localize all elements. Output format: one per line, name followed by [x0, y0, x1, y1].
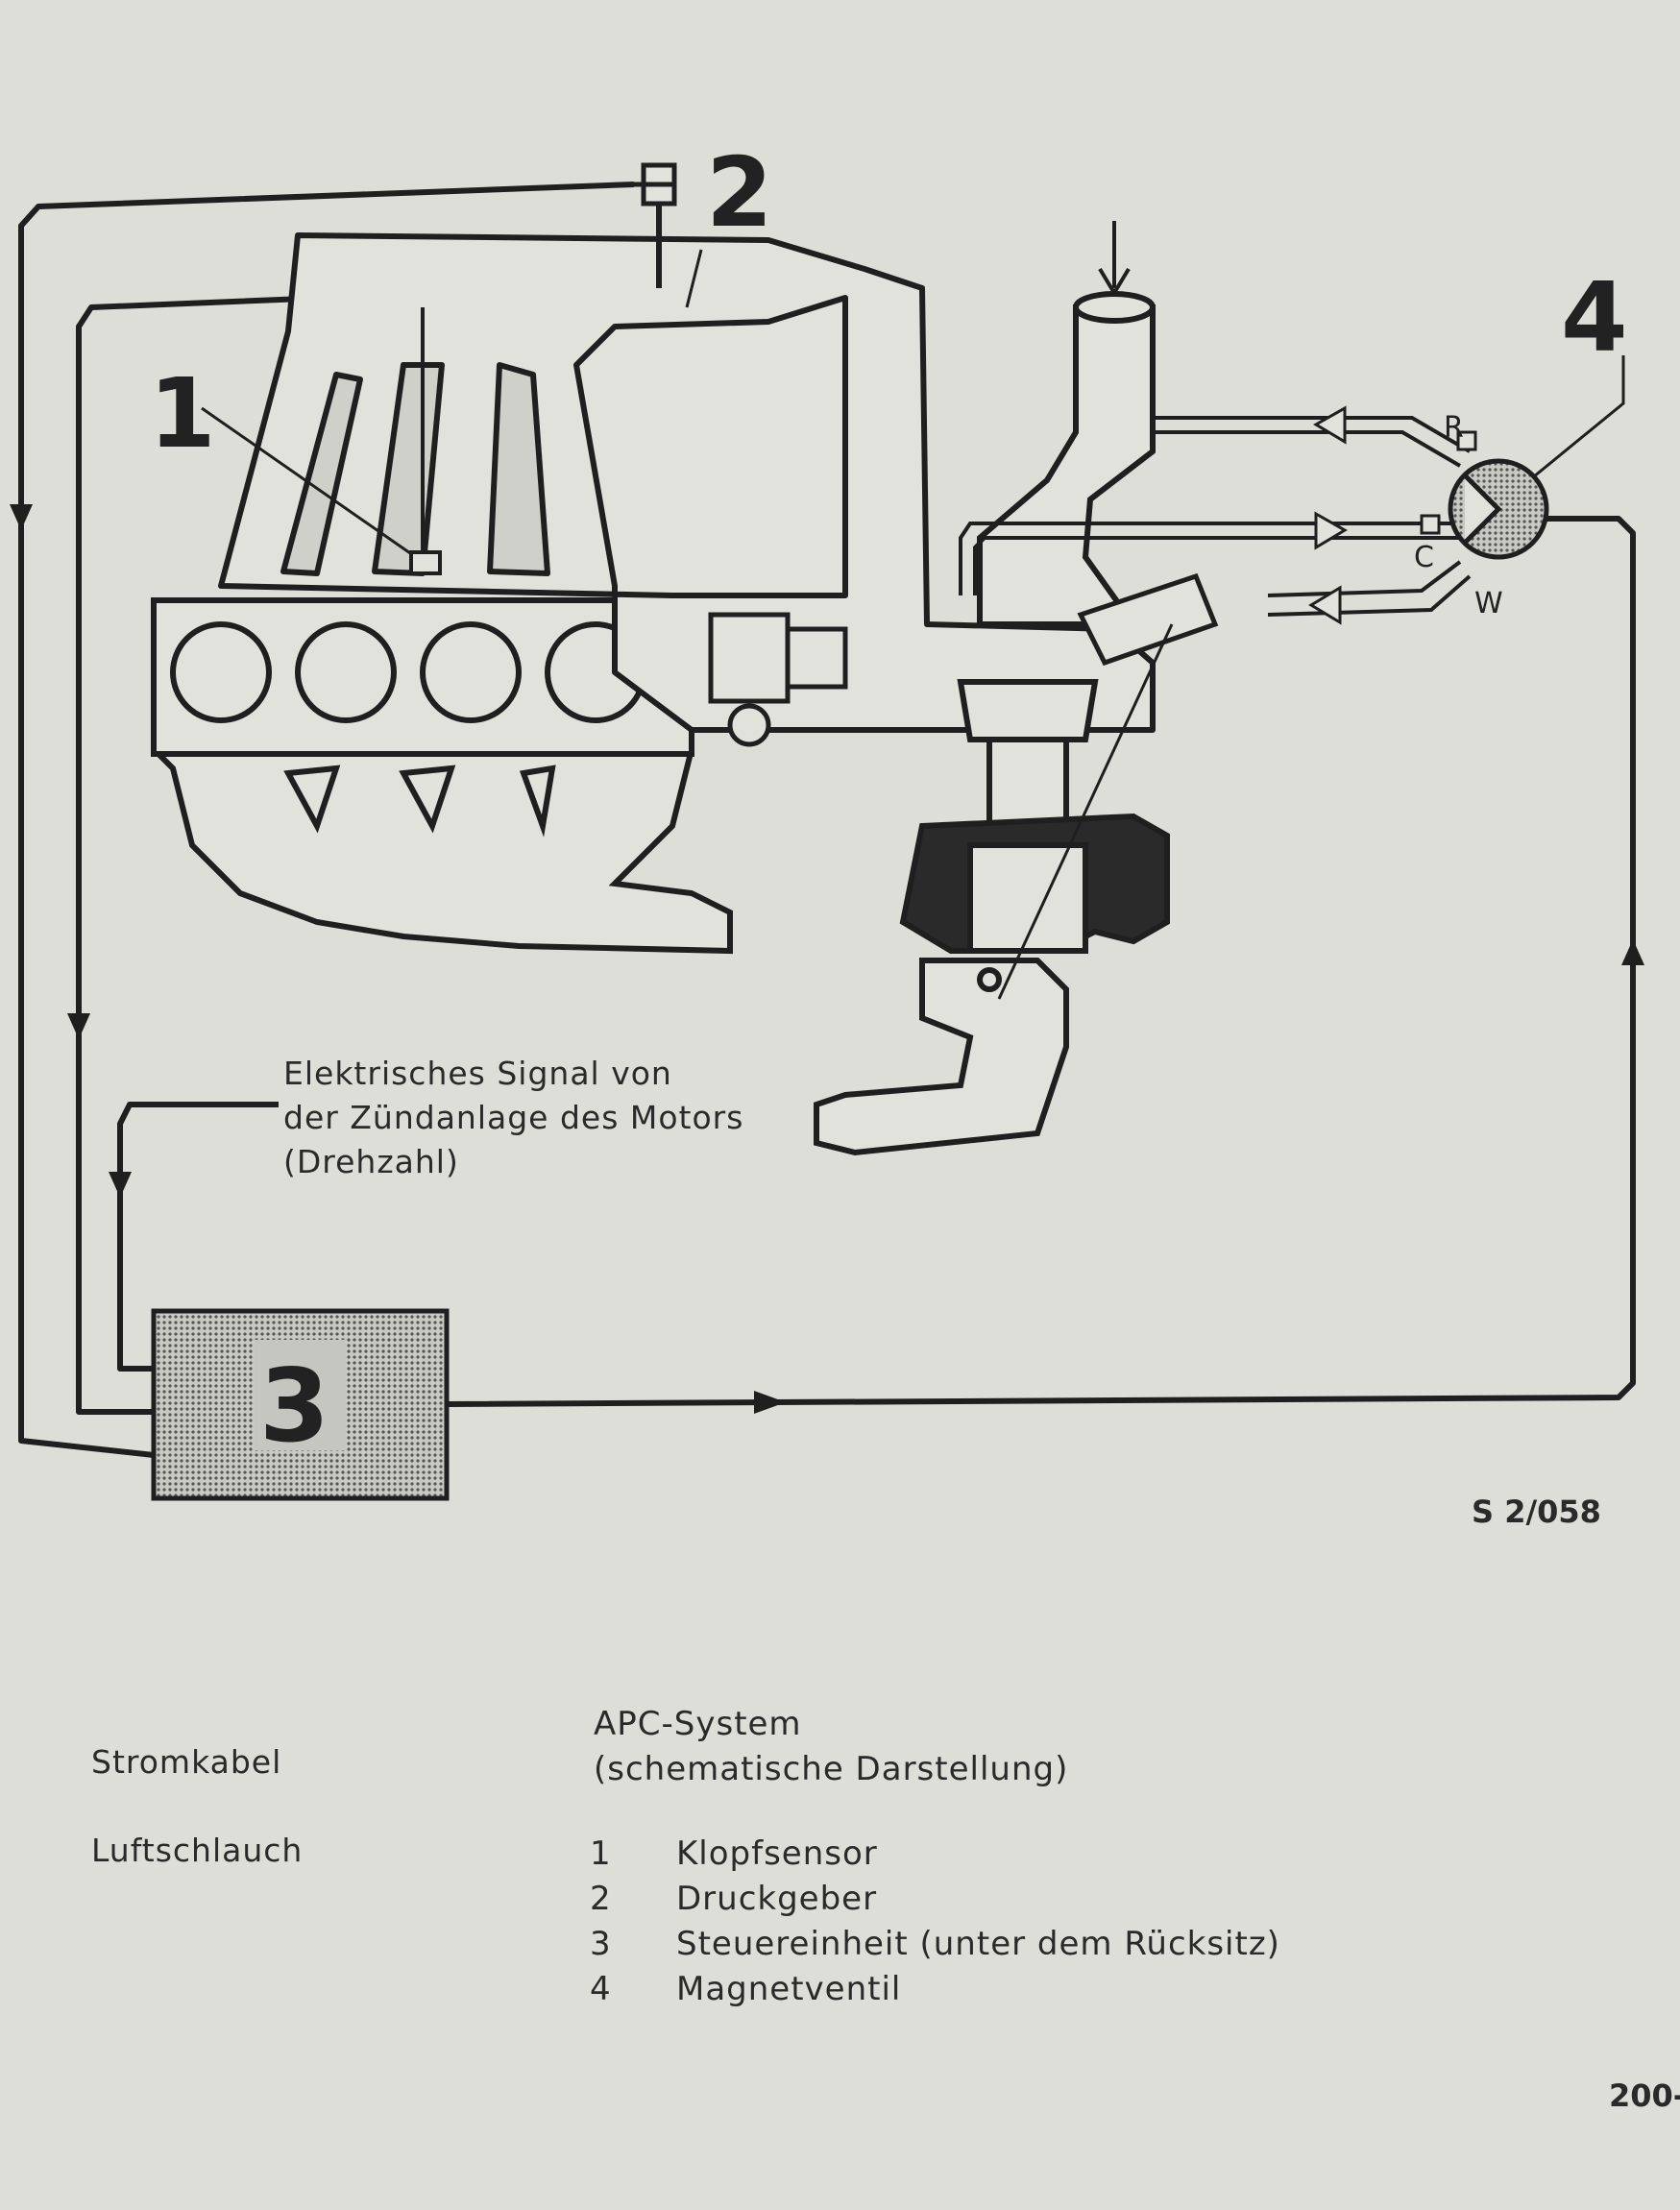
legend-item-number: 2 [590, 1880, 612, 1918]
valve-port-c: C [1414, 541, 1434, 574]
legend-item-label: Magnetventil [676, 1970, 902, 2008]
solenoid-valve [1420, 430, 1549, 560]
valve-port-r: R [1444, 411, 1464, 445]
hose-arrows [1308, 405, 1348, 625]
legend-item-label: Klopfsensor [676, 1834, 878, 1873]
signal-note-line: der Zündanlage des Motors [283, 1099, 744, 1136]
legend-item-label: Druckgeber [676, 1880, 878, 1918]
air-hoses [959, 416, 1472, 617]
signal-note-line: Elektrisches Signal von [283, 1055, 672, 1092]
distributor [708, 612, 848, 747]
line-type-legend: Stromkabel Luftschlauch [91, 1743, 303, 1920]
signal-note-line: (Drehzahl) [283, 1143, 459, 1180]
line-type-hose: Luftschlauch [91, 1832, 304, 1869]
legend-item-number: 3 [590, 1925, 612, 1963]
component-legend: 1 Klopfsensor 2 Druckgeber 3 Steuereinhe… [590, 1834, 1280, 2015]
knock-sensor [409, 307, 442, 575]
control-unit [151, 1308, 450, 1501]
caption-subtitle: (schematische Darstellung) [594, 1750, 1069, 1788]
line-type-electric: Stromkabel [91, 1743, 282, 1781]
detail-lines [201, 249, 1625, 1000]
legend-item-number: 4 [590, 1970, 612, 2008]
legend-item: 4 Magnetventil [590, 1970, 1280, 2015]
callout-2: 2 [706, 136, 773, 249]
callout-3: 3 [259, 1348, 329, 1465]
air-intake-pipe [977, 221, 1156, 627]
pressure-sensor [634, 162, 677, 288]
legend-item-label: Steuereinheit (unter dem Rücksitz) [676, 1925, 1280, 1963]
legend-item: 1 Klopfsensor [590, 1834, 1280, 1880]
turbocharger [814, 679, 1170, 1156]
intake-manifold [218, 232, 1156, 733]
caption-title: APC-System [594, 1705, 802, 1743]
legend-item: 3 Steuereinheit (unter dem Rücksitz) [590, 1925, 1280, 1970]
valve-port-w: W [1474, 587, 1503, 620]
legend-item-number: 1 [590, 1834, 612, 1873]
callout-4: 4 [1561, 261, 1628, 374]
signal-note: Elektrisches Signal von der Zündanlage d… [283, 1052, 743, 1184]
legend-item: 2 Druckgeber [590, 1880, 1280, 1925]
callout-1: 1 [149, 357, 216, 470]
page-number: 200- [1609, 2077, 1680, 2114]
figure-caption: APC-System (schematische Darstellung) [594, 1702, 1068, 1792]
cable-arrows [10, 504, 1644, 1414]
figure-code: S 2/058 [1472, 1494, 1601, 1530]
engine-block [151, 597, 733, 955]
